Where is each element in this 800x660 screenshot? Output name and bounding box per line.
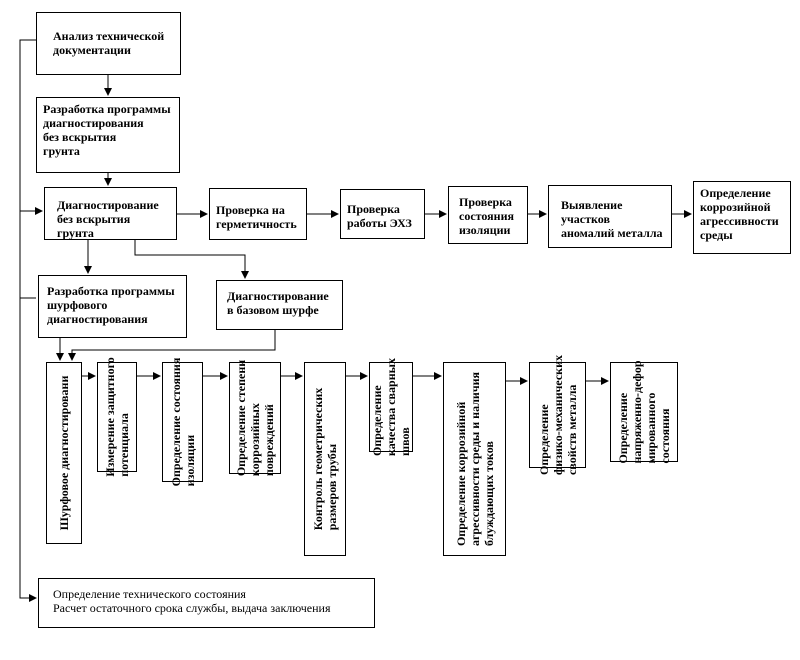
weld-quality-label: Определение качества сварных швов (370, 358, 412, 456)
pit-program-box: Разработка программы шурфового диагности… (38, 275, 187, 338)
stress-state-label: Определение напряженно-дефор мированного… (616, 360, 672, 464)
geometry-control-label: Контроль геометрических размеров трубы (311, 387, 339, 531)
insulation-check-box: Проверка состояния изоляции (448, 186, 528, 244)
corrosivity-stray-label: Определение коррозийной агрессивности ср… (453, 371, 496, 547)
anomaly-detect-box: Выявление участков аномалий металла (548, 185, 672, 248)
left-bus-line (19, 39, 37, 602)
base-pit-to-pit-diag-arrow (68, 330, 276, 361)
insulation-state-box: Определение состояния изоляции (162, 358, 203, 486)
geometry-control-box: Контроль геометрических размеров трубы (304, 362, 346, 556)
weld-quality-box: Определение качества сварных швов (369, 358, 413, 456)
insulation-state-label: Определение состояния изоляции (168, 357, 197, 487)
corrosion-damage-box: Определение степени коррозийных поврежде… (229, 359, 281, 477)
analysis-box: Анализ технической документации (36, 12, 181, 75)
mech-props-label: Определение физико-механических свойств … (536, 354, 579, 476)
tightness-box: Проверка на герметичность (209, 188, 307, 240)
base-pit-diag-box: Диагностирование в базовом шурфе (216, 280, 343, 330)
pit-diag-box: Шурфовое диагностировани (46, 362, 82, 544)
corrosivity-env-box: Определение коррозийной агрессивности ср… (693, 181, 791, 254)
program-no-dig-box: Разработка программы диагностирования бе… (36, 97, 180, 173)
protective-potential-box: Измерение защитного потенциала (97, 357, 137, 477)
corrosion-damage-label: Определение степени коррозийных поврежде… (234, 359, 276, 477)
pit-diag-label: Шурфовое диагностировани (57, 375, 71, 531)
protective-potential-label: Измерение защитного потенциала (103, 357, 131, 477)
mech-props-box: Определение физико-механических свойств … (529, 355, 586, 475)
stress-state-box: Определение напряженно-дефор мированного… (610, 360, 678, 464)
diag-to-base-pit-arrow (134, 240, 249, 279)
ecp-check-box: Проверка работы ЭХЗ (340, 189, 425, 239)
tech-condition-box: Определение технического состояния Расче… (38, 578, 375, 628)
corrosivity-stray-box: Определение коррозийной агрессивности ср… (443, 362, 506, 556)
diag-no-dig-box: Диагностирование без вскрытия грунта (44, 187, 177, 240)
